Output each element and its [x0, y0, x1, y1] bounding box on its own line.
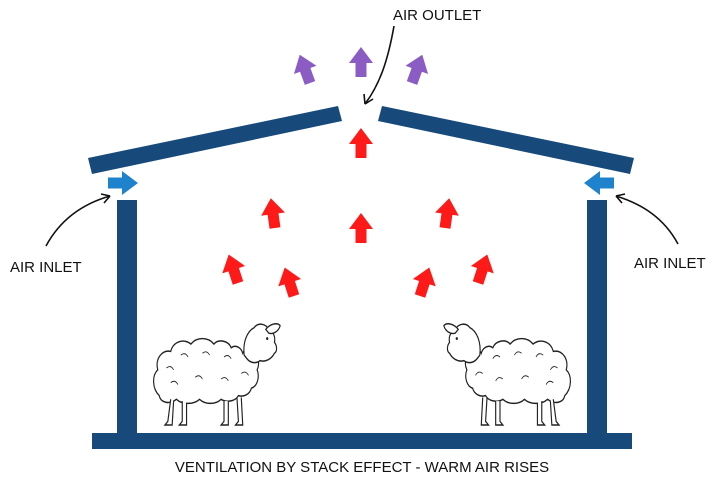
sheep-icon — [443, 323, 572, 426]
inlet-left-pointer — [45, 195, 111, 247]
arrow-up-icon — [466, 250, 499, 287]
inlet-right-pointer-head — [615, 193, 626, 204]
arrow-up-icon — [273, 263, 306, 300]
air-inlet-left-label: AIR INLET — [10, 259, 82, 276]
inlet-air-arrows — [108, 171, 614, 195]
outlet-pointer-head — [363, 93, 374, 105]
inlet-right-pointer — [615, 195, 679, 245]
roof-left — [88, 106, 342, 174]
arrow-up-icon — [433, 196, 462, 230]
floor — [92, 433, 632, 449]
barn-structure — [88, 106, 634, 449]
sheep-icon — [152, 323, 281, 426]
arrow-up-icon — [349, 213, 373, 243]
sheep-right — [443, 323, 572, 426]
diagram-caption: VENTILATION BY STACK EFFECT - WARM AIR R… — [175, 459, 549, 476]
arrow-up-icon — [408, 263, 441, 300]
arrow-up-icon — [400, 50, 434, 88]
warm-air-arrows — [217, 128, 499, 300]
outlet-pointer — [364, 25, 395, 105]
roof-right — [378, 106, 634, 174]
arrow-left-icon — [584, 171, 614, 195]
arrow-up-icon — [288, 50, 322, 88]
wall-left — [117, 200, 137, 446]
inlet-left-pointer-head — [100, 193, 111, 204]
arrow-up-icon — [349, 47, 373, 77]
outlet-air-arrows — [288, 47, 434, 88]
wall-right — [587, 200, 607, 446]
arrow-up-icon — [349, 128, 373, 158]
sheep-left — [152, 323, 281, 426]
air-outlet-label: AIR OUTLET — [393, 7, 481, 24]
arrow-up-icon — [258, 196, 287, 230]
arrow-right-icon — [108, 171, 138, 195]
air-inlet-right-label: AIR INLET — [634, 255, 706, 272]
callout-pointers — [45, 25, 679, 247]
arrow-up-icon — [217, 250, 250, 287]
